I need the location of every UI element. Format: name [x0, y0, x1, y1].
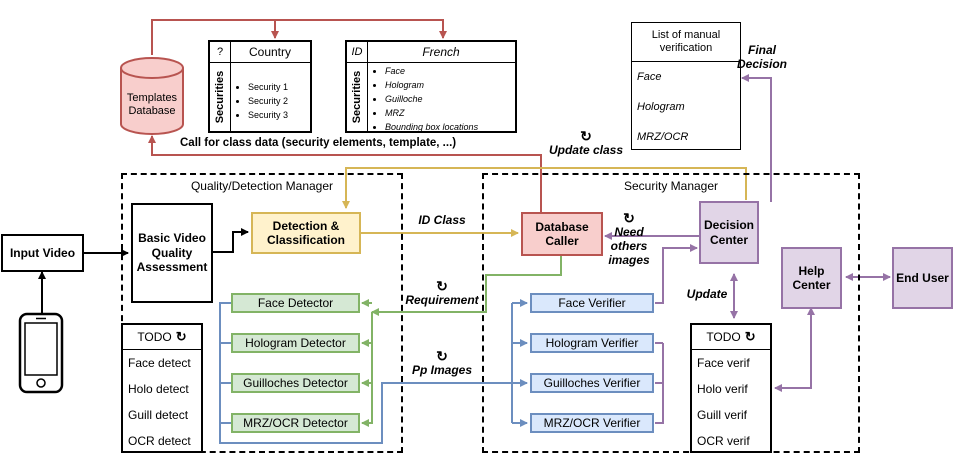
security-manager-title: Security Manager	[623, 179, 719, 193]
todo-right: TODO↻ Face verif Holo verif Guill verif …	[690, 323, 772, 453]
input-video-label: Input Video	[9, 245, 76, 260]
list-item: OCR verif	[697, 434, 750, 448]
todo-left-title: TODO	[137, 330, 172, 344]
face-verifier-label: Face Verifier	[558, 295, 626, 310]
mrz-ocr-detector[interactable]: MRZ/OCR Detector	[231, 413, 360, 433]
hologram-detector[interactable]: Hologram Detector	[231, 333, 360, 353]
french-side-label: Securities	[351, 70, 363, 123]
list-item: Hologram	[637, 101, 685, 113]
detection-classification[interactable]: Detection & Classification	[251, 212, 361, 254]
end-user[interactable]: End User	[892, 247, 953, 309]
quality-manager-title: Quality/Detection Manager	[190, 179, 334, 193]
pp-images-text: Pp Images	[411, 363, 473, 378]
mrz-ocr-detector-label: MRZ/OCR Detector	[243, 415, 348, 430]
french-table: ID French Securities Face Hologram Guill…	[345, 40, 517, 133]
guilloches-detector[interactable]: Guilloches Detector	[231, 373, 360, 393]
list-item: Holo detect	[128, 382, 189, 396]
update-label: Update	[686, 287, 728, 301]
list-item: Security 2	[248, 94, 288, 108]
templates-database[interactable]: Templates Database	[121, 80, 183, 130]
country-side-label: Securities	[214, 70, 226, 123]
requirement-text: Requirement	[405, 293, 479, 308]
hologram-verifier[interactable]: Hologram Verifier	[530, 333, 654, 353]
refresh-icon: ↻	[436, 278, 448, 294]
country-corner: ?	[210, 42, 231, 63]
list-item: Face	[385, 64, 478, 78]
hologram-verifier-label: Hologram Verifier	[545, 335, 639, 350]
smartphone-icon	[18, 312, 64, 394]
need-others-label: ↻ Need others images	[601, 210, 657, 267]
database-caller[interactable]: Database Caller	[521, 212, 603, 256]
database-caller-label: Database Caller	[535, 219, 589, 248]
detection-label: Detection & Classification	[266, 218, 346, 247]
list-item: Guill detect	[128, 408, 189, 422]
database-cylinder-icon	[120, 57, 184, 135]
guilloches-verifier[interactable]: Guilloches Verifier	[530, 373, 654, 393]
help-center-label: Help Center	[792, 263, 831, 292]
basic-video-label: Basic Video Quality Assessment	[136, 231, 208, 275]
list-item: MRZ	[385, 106, 478, 120]
country-title: Country	[230, 42, 310, 63]
refresh-icon: ↻	[580, 128, 592, 144]
decision-center[interactable]: Decision Center	[699, 201, 759, 264]
country-table: ? Country Securities Security 1 Security…	[208, 40, 312, 133]
refresh-icon: ↻	[436, 348, 448, 364]
id-class-label: ID Class	[418, 213, 466, 227]
todo-right-title: TODO	[706, 330, 741, 344]
update-class-text: Update class	[548, 143, 624, 158]
requirement-label: ↻ Requirement	[402, 278, 482, 308]
mrz-ocr-verifier-label: MRZ/OCR Verifier	[543, 415, 641, 430]
refresh-icon: ↻	[744, 329, 756, 344]
list-item: Guill verif	[697, 408, 748, 422]
pp-images-label: ↻ Pp Images	[405, 348, 479, 378]
guilloches-detector-label: Guilloches Detector	[243, 375, 348, 390]
list-item: MRZ/OCR	[637, 131, 689, 143]
basic-video-quality[interactable]: Basic Video Quality Assessment	[131, 203, 213, 303]
list-item: Guilloche	[385, 92, 478, 106]
french-title: French	[367, 42, 515, 63]
list-item: Face verif	[697, 356, 750, 370]
refresh-icon: ↻	[175, 329, 187, 344]
manual-list-title: List of manual verification	[632, 23, 740, 62]
face-verifier[interactable]: Face Verifier	[530, 293, 654, 313]
list-item: OCR detect	[128, 434, 191, 448]
update-class-label: ↻ Update class	[545, 128, 627, 158]
list-item: Security 1	[248, 80, 288, 94]
list-item: Face	[637, 71, 662, 83]
end-user-label: End User	[896, 270, 949, 285]
decision-center-label: Decision Center	[703, 218, 754, 247]
input-video[interactable]: Input Video	[1, 234, 84, 272]
need-others-text: Need others images	[608, 225, 650, 267]
guilloches-verifier-label: Guilloches Verifier	[543, 375, 641, 390]
mrz-ocr-verifier[interactable]: MRZ/OCR Verifier	[530, 413, 654, 433]
hologram-detector-label: Hologram Detector	[245, 335, 346, 350]
list-item: Hologram	[385, 78, 478, 92]
templates-database-label: Templates Database	[126, 91, 178, 117]
help-center[interactable]: Help Center	[781, 247, 842, 309]
list-item: Holo verif	[697, 382, 748, 396]
call-class-data-label: Call for class data (security elements, …	[180, 137, 457, 149]
french-corner: ID	[347, 42, 368, 63]
face-detector[interactable]: Face Detector	[231, 293, 360, 313]
quality-detection-manager	[121, 173, 403, 453]
security-manager	[482, 173, 860, 453]
refresh-icon: ↻	[623, 210, 635, 226]
final-decision-label: Final Decision	[736, 43, 787, 71]
list-item: Face detect	[128, 356, 191, 370]
face-detector-label: Face Detector	[257, 295, 334, 310]
list-item: Security 3	[248, 108, 288, 122]
list-item: Bounding box locations	[385, 120, 478, 134]
manual-verification-list: List of manual verification Face Hologra…	[631, 22, 741, 150]
todo-left: TODO↻ Face detect Holo detect Guill dete…	[121, 323, 203, 453]
